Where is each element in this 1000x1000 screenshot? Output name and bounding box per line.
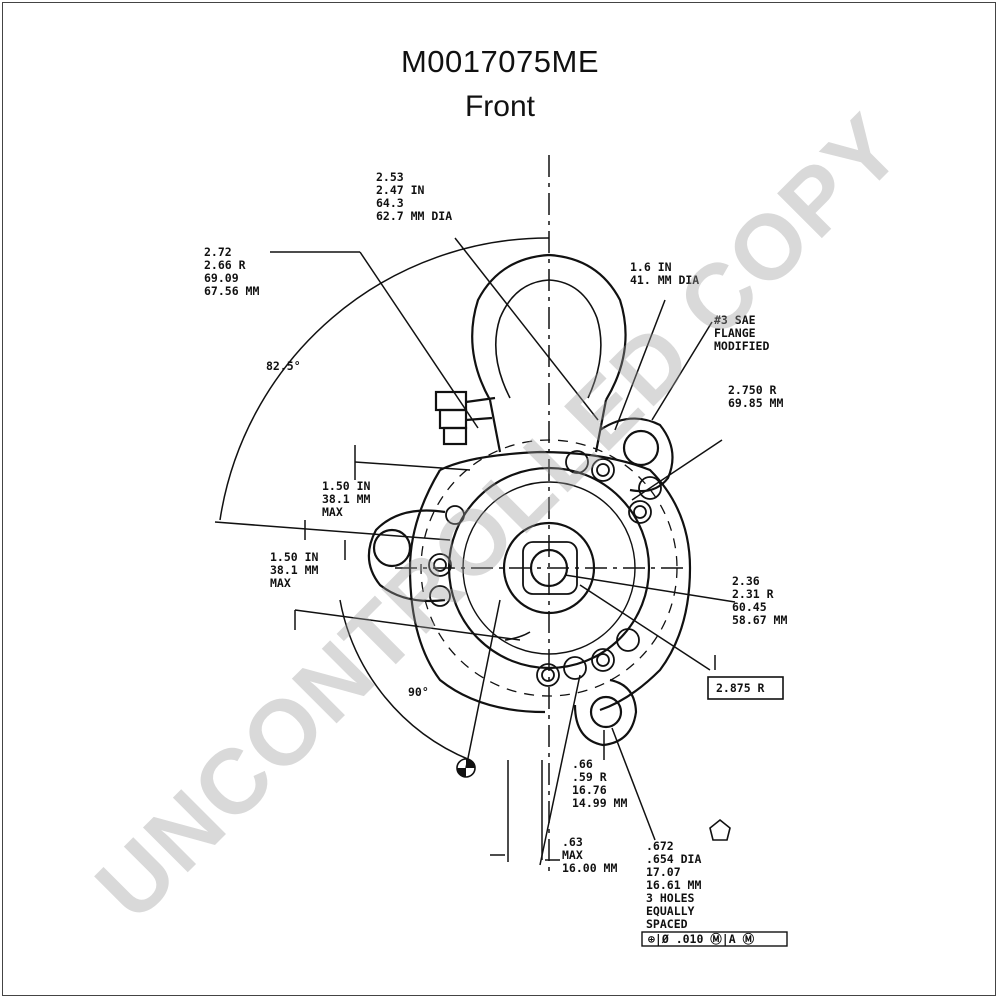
ear-hole-top-right <box>622 429 660 467</box>
mounting-holes <box>428 450 662 687</box>
terminal-nut-3 <box>442 426 468 446</box>
datum-target-fill <box>457 759 475 777</box>
housing-detail <box>504 631 531 641</box>
dim-max-lower: 1.50 IN 38.1 MM MAX <box>270 550 325 590</box>
housing-lower-outline <box>408 469 546 714</box>
leader-lines <box>214 237 736 866</box>
uncontrolled-copy-watermark: UNCONTROLLED COPY <box>77 95 921 939</box>
pilot-circle-outer <box>447 466 651 670</box>
ear-hole-left <box>372 528 412 568</box>
dim-boxed-radius: 2.875 R <box>716 681 765 695</box>
dim-angle-90: 90° <box>408 685 429 699</box>
drawing-title: M0017075ME <box>400 44 599 79</box>
flange-ear-bottom <box>573 678 638 747</box>
flange-ear-top-right <box>599 417 674 493</box>
arc-82-5-dimension <box>219 237 550 521</box>
boxed-radius-frame <box>707 676 784 700</box>
arc-90-dimension <box>339 599 471 761</box>
drawing-geometry <box>214 155 788 947</box>
dim-max-upper: 1.50 IN 38.1 MM MAX <box>322 479 377 519</box>
dim-diameter-top: 2.53 2.47 IN 64.3 62.7 MM DIA <box>376 170 452 223</box>
ear-hole-bottom <box>589 695 623 729</box>
shaft-end <box>529 548 569 588</box>
dim-hole-radius: .66 .59 R 16.76 14.99 MM <box>572 757 627 810</box>
tolerance-frame <box>641 931 788 947</box>
pilot-circle-inner <box>462 481 636 655</box>
bolt-circle <box>420 439 678 697</box>
dim-angle-82: 82.5° <box>266 359 301 373</box>
dim-max-bottom: .63 MAX 16.00 MM <box>562 835 617 875</box>
solenoid-neck <box>488 399 608 453</box>
dim-holes-note: .672 .654 DIA 17.07 16.61 MM 3 HOLES EQU… <box>646 839 708 931</box>
terminal-strap <box>465 396 496 422</box>
dim-radius-right: 2.36 2.31 R 60.45 58.67 MM <box>732 574 787 627</box>
dim-bolt-radius: 2.750 R 69.85 MM <box>728 383 783 410</box>
flange-ear-left <box>367 509 446 603</box>
tolerance-text: ⊕|Ø .010 Ⓜ|A Ⓜ <box>648 932 755 946</box>
terminal-nut-2 <box>438 408 468 430</box>
view-label: Front <box>464 90 536 123</box>
dim-radius-left: 2.72 2.66 R 69.09 67.56 MM <box>204 245 259 298</box>
shaft-boss <box>502 521 596 615</box>
flange-note: #3 SAE FLANGE MODIFIED <box>714 313 769 353</box>
shaft-hex <box>522 541 578 595</box>
datum-pentagon <box>709 818 731 841</box>
solenoid-loop <box>471 253 627 401</box>
terminal-nut-1 <box>434 390 468 412</box>
dim-pilot-diameter: 1.6 IN 41. MM DIA <box>630 260 699 287</box>
solenoid-loop-inner <box>495 279 602 399</box>
housing-outline <box>439 450 692 712</box>
